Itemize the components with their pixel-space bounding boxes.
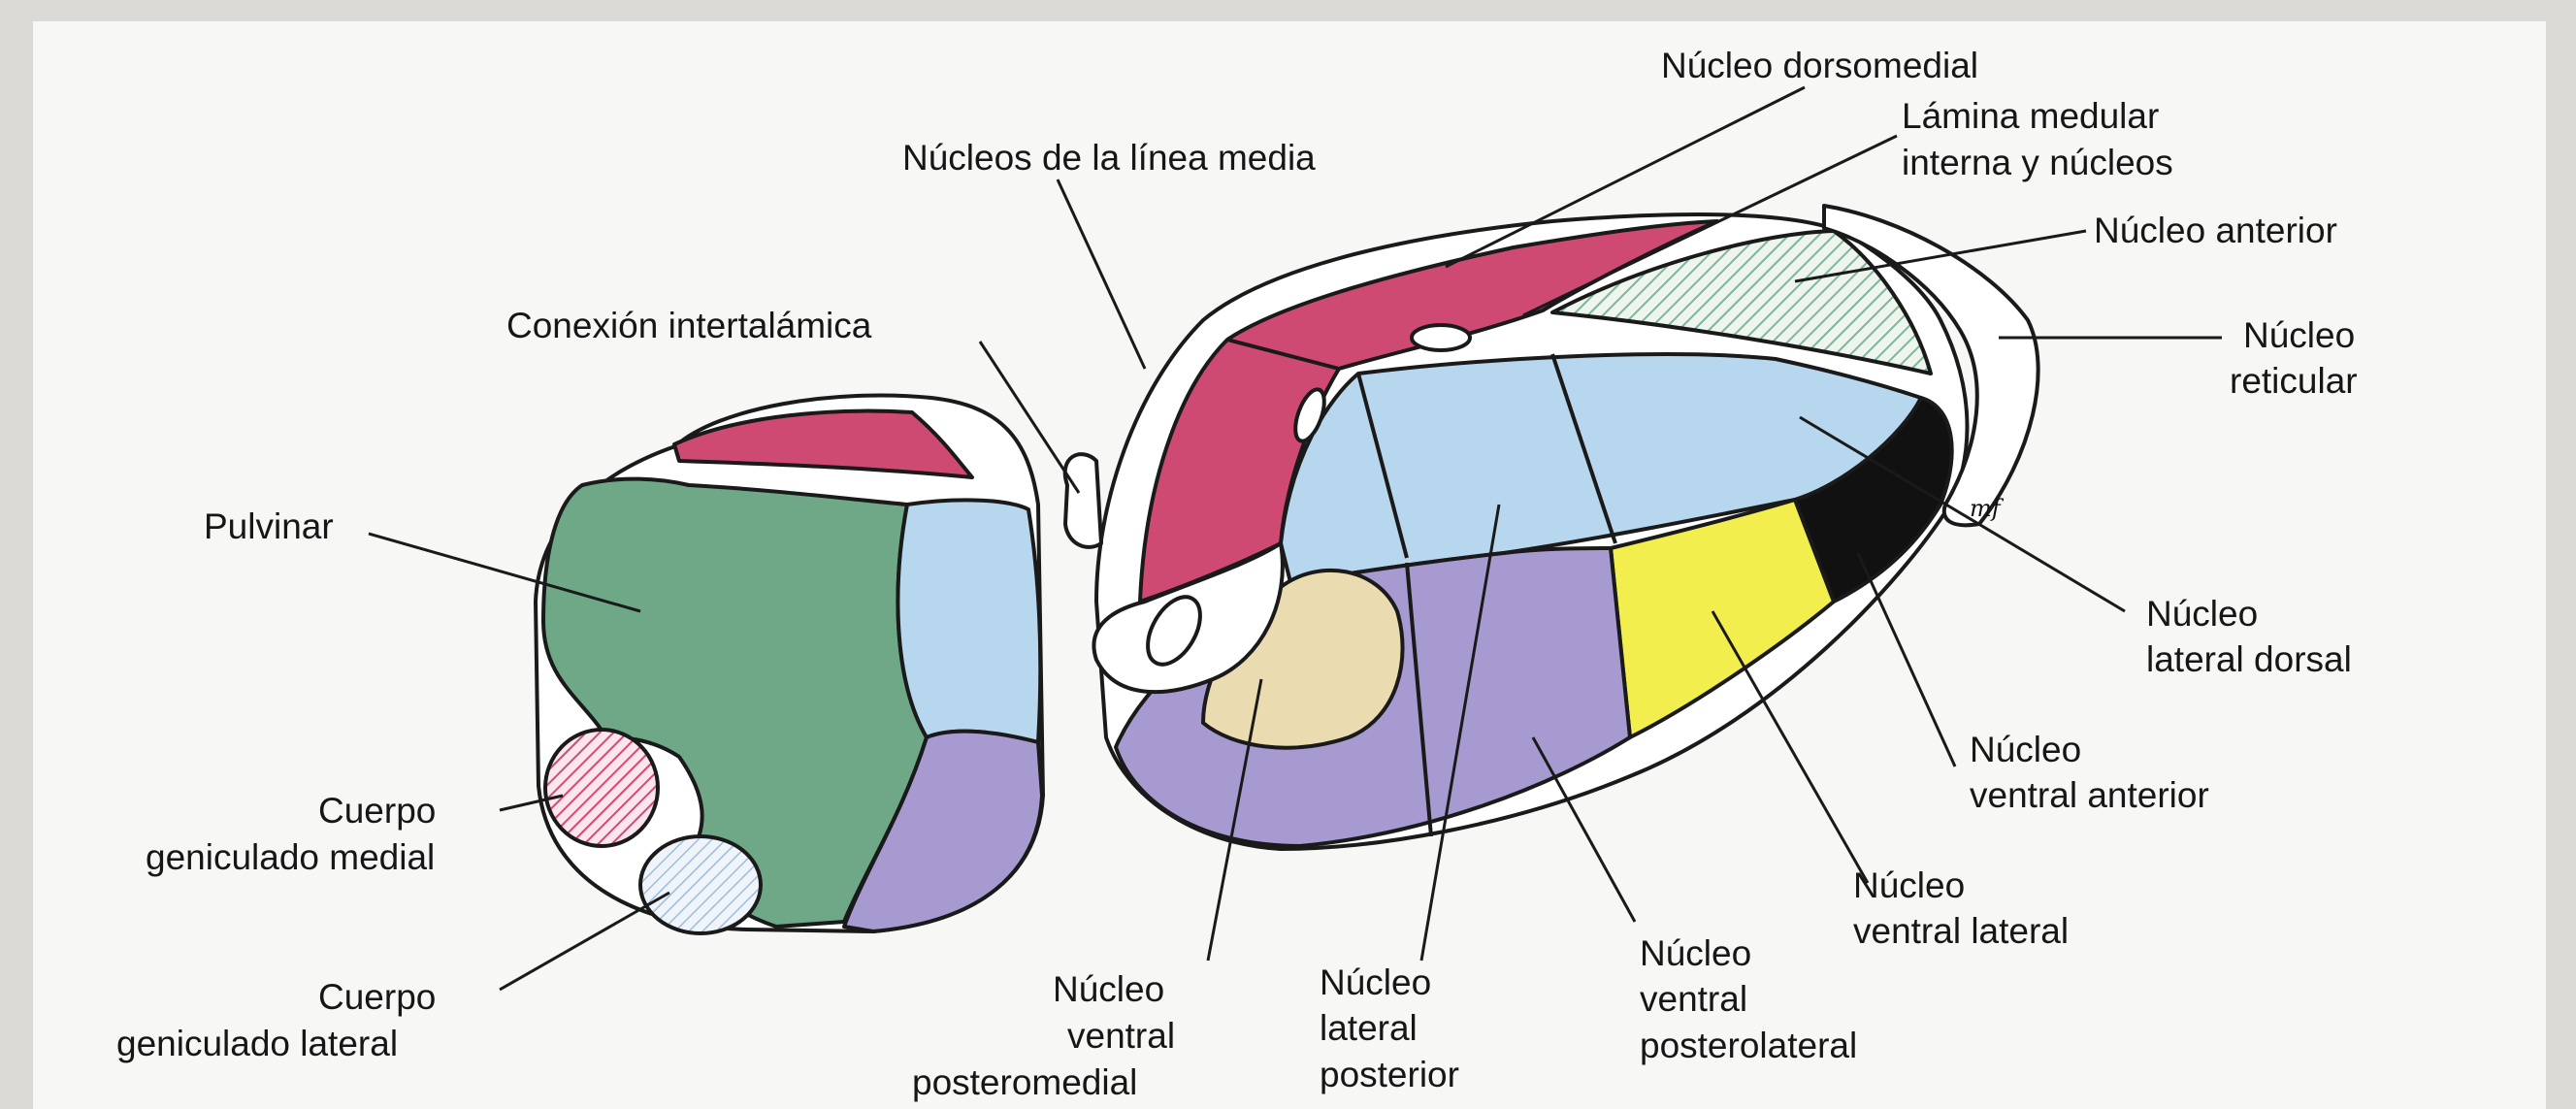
posterior-thalamus-section (536, 395, 1043, 933)
label-vent-lat-line2: ventral lateral (1853, 911, 2069, 951)
label-vent-ant-line2: ventral anterior (1970, 775, 2209, 815)
label-lateral-dorsal-line1: Núcleo (2146, 594, 2258, 634)
left-edge (0, 0, 33, 1109)
geniculado-lateral-shape (640, 836, 761, 933)
label-vpm-line1: Núcleo (1053, 969, 1164, 1009)
geniculado-medial-shape (545, 730, 658, 846)
label-vent-ant-line1: Núcleo (1970, 730, 2081, 769)
label-lp-line3: posterior (1320, 1055, 1459, 1094)
label-reticular-line1: Núcleo (2243, 315, 2355, 355)
label-vpm-line2: ventral (1067, 1016, 1175, 1056)
connection-notch (1065, 454, 1101, 547)
label-lamina-medular-line2: interna y núcleos (1902, 143, 2173, 182)
label-gen-lateral-line1: Cuerpo (318, 977, 436, 1017)
handwritten-mark: mf (1970, 495, 2005, 522)
label-vpm-line3: posteromedial (912, 1062, 1137, 1102)
label-nucleo-dorsomedial: Núcleo dorsomedial (1661, 46, 1978, 85)
label-linea-media: Núcleos de la línea media (902, 138, 1316, 178)
top-edge (0, 0, 2576, 21)
label-reticular-line2: reticular (2230, 361, 2358, 401)
lamina-oval (1412, 325, 1470, 350)
label-vpl-line2: ventral (1640, 979, 1747, 1019)
label-lateral-dorsal-line2: lateral dorsal (2146, 639, 2352, 679)
right-edge (2546, 0, 2576, 1109)
label-gen-medial-line2: geniculado medial (146, 837, 435, 877)
label-vpl-line3: posterolateral (1640, 1026, 1857, 1065)
label-lamina-medular-line1: Lámina medular (1902, 96, 2159, 136)
label-gen-medial-line1: Cuerpo (318, 791, 436, 831)
label-pulvinar: Pulvinar (204, 506, 334, 546)
posterior-blue-region (897, 500, 1040, 742)
label-lp-line1: Núcleo (1320, 962, 1431, 1002)
label-conexion-intertalamica: Conexión intertalámica (506, 306, 872, 345)
label-vpl-line1: Núcleo (1640, 933, 1751, 973)
label-nucleo-anterior: Núcleo anterior (2094, 211, 2337, 250)
label-gen-lateral-line2: geniculado lateral (116, 1024, 398, 1063)
label-vent-lat-line1: Núcleo (1853, 865, 1965, 905)
label-lp-line2: lateral (1320, 1008, 1418, 1048)
